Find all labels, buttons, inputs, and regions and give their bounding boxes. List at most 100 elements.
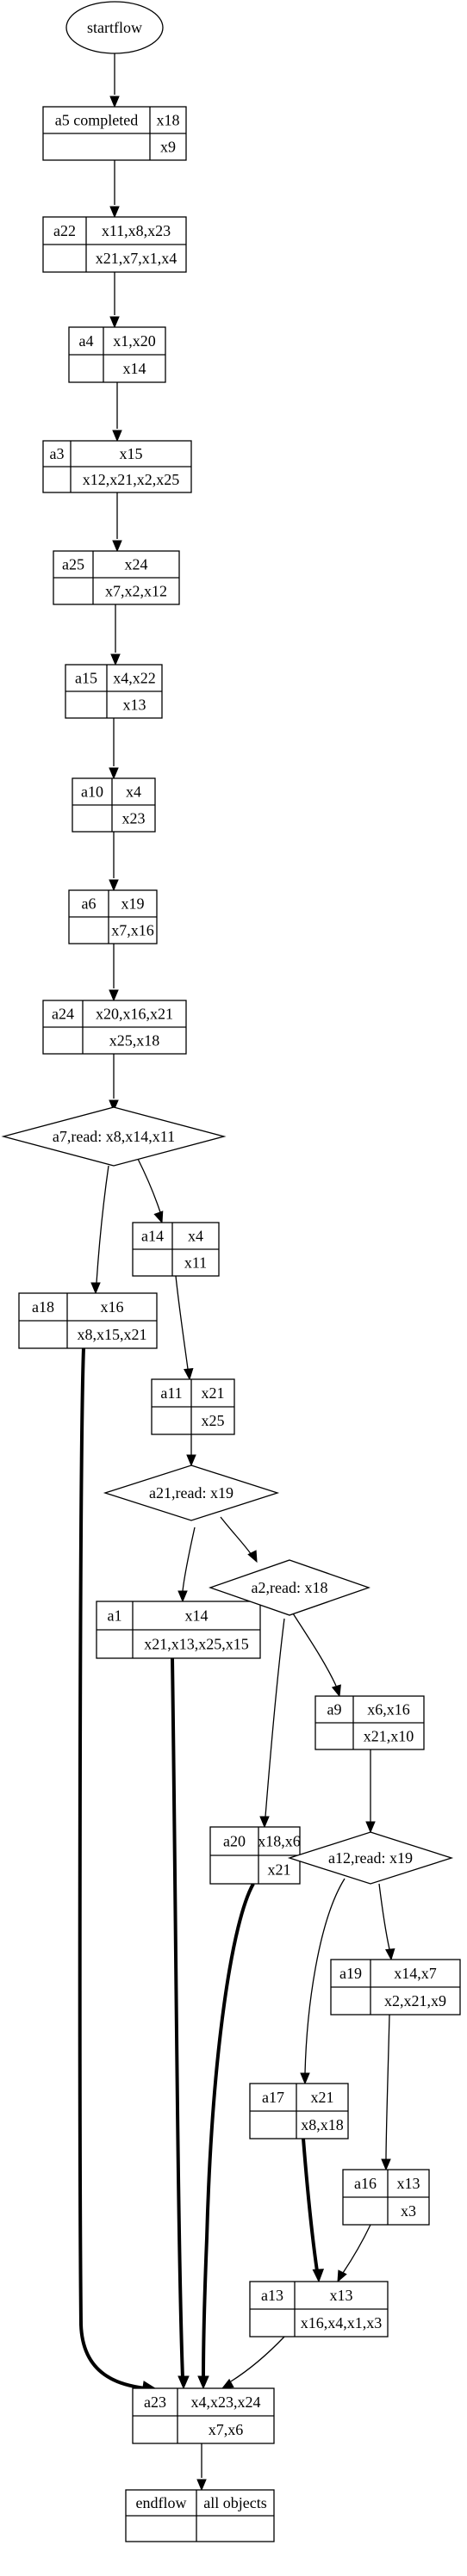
edge-a20-a23 [202,1883,255,2379]
node-a13-name: a13 [261,2287,283,2304]
node-a3-name: a3 [50,445,65,462]
node-a10-outputs: x23 [122,810,146,827]
node-a14-name: a14 [141,1228,164,1245]
node-a10[interactable]: a10 x4 x23 [72,777,156,833]
node-a19-name: a19 [339,1965,362,1982]
node-a18-inputs: x16 [101,1298,124,1316]
edge-a13-a23-arrowhead [221,2378,234,2389]
edge-a20-a23-arrowhead [197,2375,209,2390]
edge-a1-a23-arrowhead [177,2375,190,2390]
edge-a24-a7-arrowhead [109,1099,119,1112]
node-a14-inputs: x4 [188,1228,203,1245]
edge-a2-a9-arrowhead [331,1684,341,1698]
node-end-name: endflow [136,2494,187,2511]
node-a10-name: a10 [81,783,103,801]
edge-a11-a21-arrowhead [186,1454,196,1467]
node-a16-outputs: x3 [401,2202,416,2220]
node-a16-name: a16 [354,2175,377,2192]
decision-a7-label: a7,read: x8,x14,x11 [53,1128,175,1145]
node-a13-outputs: x16,x4,x1,x3 [301,2314,383,2331]
node-a11-inputs: x21 [202,1384,225,1402]
node-a25-name: a25 [62,556,84,573]
node-a24-inputs: x20,x16,x21 [96,1006,173,1023]
start-node[interactable] [65,1,164,54]
node-a17-outputs: x8,x18 [301,2116,344,2133]
node-a9-outputs: x21,x10 [364,1728,414,1745]
node-a11-name: a11 [160,1384,182,1402]
decision-a2[interactable]: a2,read: x18 [209,1559,370,1616]
node-a3-inputs: x15 [120,445,143,462]
edge-a2-a20 [265,1618,285,1817]
node-a17-name: a17 [262,2089,284,2106]
edge-a14-a11-arrowhead [184,1367,194,1381]
node-a15-outputs: x13 [123,697,146,714]
edge-a18-a23 [78,1347,146,2390]
decision-a12-diamond [287,1831,454,1885]
decision-a2-label: a2,read: x18 [252,1579,328,1596]
edge-a1-a23 [171,1657,184,2379]
node-a5-name: a5 completed [55,112,138,129]
edge-a4-a3-arrowhead [112,430,122,443]
node-a20-outputs: x21 [268,1861,291,1879]
edge-a12-a17-arrowhead [300,2072,310,2085]
edge-a7-a14 [137,1158,161,1213]
edge-a7-a14-arrowhead [153,1211,164,1224]
node-a19-outputs: x2,x21,x9 [384,1992,446,2009]
edge-a7-a18 [96,1165,109,1284]
decision-a21[interactable]: a21,read: x19 [103,1464,280,1521]
node-a1-name: a1 [108,1607,122,1625]
decision-a2-diamond [209,1559,370,1616]
edge-a5-a22-arrowhead [109,206,120,219]
edge-a17-a13 [302,2138,319,2272]
start-node-label: startflow [87,19,142,36]
node-a6-outputs: x7,x16 [111,922,154,939]
edge-a10-a6-arrowhead [109,879,119,892]
edge-a12-a19 [378,1883,390,1950]
edge-a15-a10-arrowhead [109,767,119,780]
node-a24-name: a24 [52,1006,74,1023]
node-a23-inputs: x4,x23,x24 [191,2393,261,2411]
edge-a6-a24-arrowhead [109,989,119,1002]
node-a11-outputs: x25 [202,1412,225,1429]
decision-a7[interactable]: a7,read: x8,x14,x11 [1,1106,227,1167]
edge-a13-a23 [230,2336,285,2382]
edge-a2-a9 [292,1613,337,1687]
node-a15-name: a15 [75,670,97,687]
decision-a12[interactable]: a12,read: x19 [287,1831,454,1885]
edge-start-a5-arrowhead [109,96,120,108]
node-a6-name: a6 [82,895,97,913]
edge-a14-a11 [175,1275,189,1370]
node-a9-name: a9 [327,1701,342,1718]
node-a10-inputs: x4 [126,783,141,801]
edge-a19-a16-arrowhead [381,2158,391,2171]
node-a18-outputs: x8,x15,x21 [78,1326,147,1343]
node-a11[interactable]: a11 x21 x25 [151,1378,235,1435]
node-a20-inputs: x18,x6 [258,1833,301,1850]
node-a19[interactable]: a19 x14,x7 x2,x21,x9 [330,1959,461,2016]
node-a20-name: a20 [223,1833,246,1850]
node-a20[interactable]: a20 x18,x6 x21 [209,1826,301,1885]
node-a25-outputs: x7,x2,x12 [105,583,167,600]
node-a19-inputs: x14,x7 [394,1965,437,1982]
edge-a17-a13-arrowhead [312,2269,325,2283]
edge-a9-a12-arrowhead [365,1821,376,1834]
edge-a12-a17 [304,1878,346,2074]
edge-a25-a15-arrowhead [110,653,121,666]
